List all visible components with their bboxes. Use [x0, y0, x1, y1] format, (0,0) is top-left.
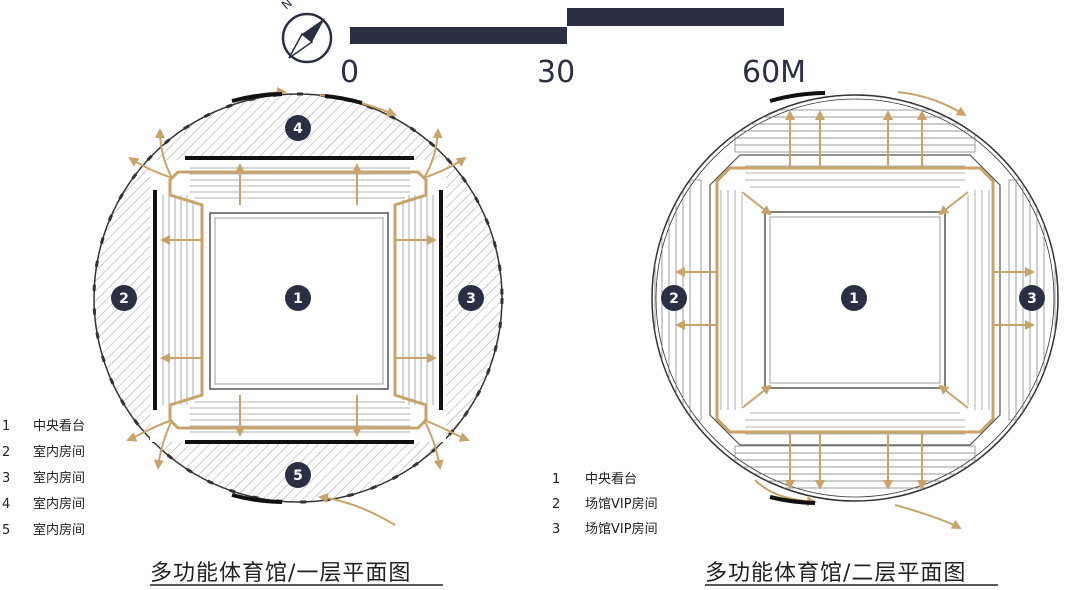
legend-num: 4 [2, 497, 10, 512]
badge-1: 1 [293, 291, 303, 307]
plan2-legend: 1 中央看台 2 场馆VIP房间 3 场馆VIP房间 [552, 471, 658, 537]
legend-text: 场馆VIP房间 [585, 521, 658, 537]
inner-seating [720, 165, 990, 435]
scale-label-30: 30 [537, 55, 575, 90]
legend-text: 室内房间 [33, 522, 85, 538]
legend-text: 室内房间 [33, 470, 85, 486]
scale-label-60m: 60M [742, 55, 806, 90]
seating-top [162, 167, 434, 433]
compass-icon: N [279, 0, 333, 64]
plan-first-floor: 4 2 1 3 5 [92, 87, 504, 526]
legend-num: 5 [2, 523, 10, 538]
badge-3: 3 [1027, 291, 1037, 307]
legend-num: 1 [2, 419, 10, 434]
legend-num: 3 [552, 522, 560, 537]
plan2-badges: 2 1 3 [661, 285, 1045, 311]
legend-num: 2 [552, 497, 560, 512]
badge-2: 2 [669, 291, 679, 307]
scale-segment-2 [567, 8, 784, 26]
legend-text: 室内房间 [33, 496, 85, 512]
plan1-title: 多功能体育馆/一层平面图 [150, 561, 411, 586]
scale-segment-1 [350, 27, 567, 44]
plan-second-floor: 2 1 3 [651, 91, 1059, 529]
scale-label-0: 0 [340, 55, 359, 90]
plan2-title: 多功能体育馆/二层平面图 [705, 561, 966, 586]
legend-text: 场馆VIP房间 [585, 496, 658, 512]
legend-text: 中央看台 [33, 418, 85, 434]
badge-1: 1 [849, 291, 859, 307]
legend-num: 2 [2, 445, 10, 460]
legend-text: 中央看台 [585, 471, 637, 487]
scale-bar: 0 30 60M [340, 8, 806, 90]
north-label: N [279, 0, 295, 12]
plan1-legend: 1 中央看台 2 室内房间 3 室内房间 4 室内房间 5 室内房间 [2, 418, 85, 538]
legend-text: 室内房间 [33, 444, 85, 460]
plan1-badges: 4 2 1 3 5 [111, 115, 484, 488]
badge-2: 2 [119, 291, 129, 307]
legend-num: 3 [2, 471, 10, 486]
badge-5: 5 [293, 468, 303, 484]
badge-3: 3 [466, 291, 476, 307]
legend-num: 1 [552, 472, 560, 487]
badge-4: 4 [293, 121, 303, 137]
